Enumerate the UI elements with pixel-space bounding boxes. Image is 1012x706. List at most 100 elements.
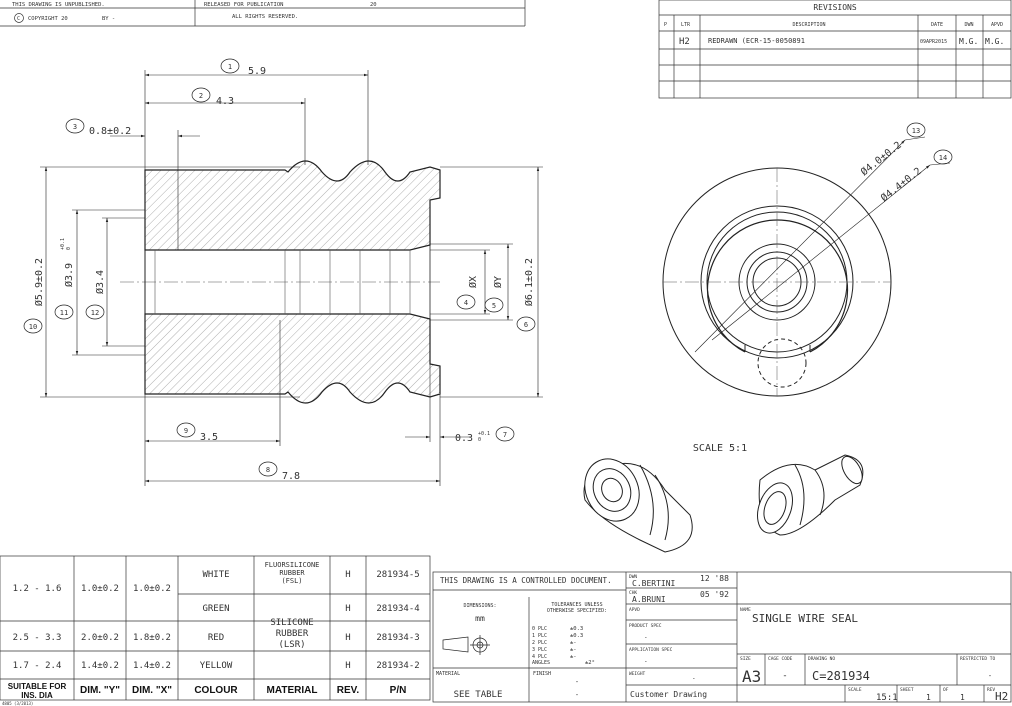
dim-13-value: Ø4.0±0.2 [858,139,903,178]
rev-value: H2 [995,690,1008,703]
of-label: OF [943,687,949,693]
tol-row-3-plc: 3 PLC [532,647,547,653]
seal-iso-view-right [757,454,864,536]
sheet-value: 1 [926,693,931,702]
balloon-8: 8 [266,466,270,474]
table-r1-dia: 1.2 - 1.6 [13,584,62,594]
dim-9-value: 3.5 [200,432,218,443]
tol-row-3-val: ±- [570,647,577,653]
cage-code-label: CAGE CODE [768,656,793,662]
dimensions-unit: mm [475,614,485,623]
dim-5-value: ØY [492,276,504,288]
unpublished-text: THIS DRAWING IS UNPUBLISHED. [12,2,105,8]
revisions-table [658,0,1012,99]
table-r4-rev: H [345,661,350,671]
table-r1-rev: H [345,570,350,580]
dim-11-tol2: 0 [66,247,72,250]
customer-drawing: Customer Drawing [630,690,707,699]
dimension-lines [40,70,543,486]
table-header-y: DIM. "Y" [80,685,120,696]
rev-header-ltr: LTR [681,22,691,28]
rev-row-description: REDRAWN (ECR-15-0050891 [708,37,805,45]
tol-row-5-val: ±2° [585,660,595,666]
table-header-material: MATERIAL [267,685,318,696]
table-r4-pn: 281934-2 [376,661,419,671]
dim-6-value: Ø6.1±0.2 [523,258,535,306]
scale-title-label: SCALE [848,687,862,693]
balloon-6: 6 [524,321,528,329]
dim-12-value: Ø3.4 [94,270,106,294]
seal-section-view [120,160,441,404]
balloon-9: 9 [184,427,188,435]
by-text: BY - [102,16,115,22]
rev-header-date: DATE [931,22,943,28]
controlled-text: THIS DRAWING IS A CONTROLLED DOCUMENT. [440,576,612,585]
dim-10-value: Ø5.9±0.2 [33,258,45,306]
dim-11-value: Ø3.9 [63,263,75,287]
rev-header-apvd: APVD [991,22,1003,28]
chk-label: CHK [629,590,637,596]
rev-row-apvd: M.G. [985,37,1004,46]
table-r3-pn: 281934-3 [376,633,419,643]
table-r1-pn: 281934-5 [376,570,419,580]
table-r4-x: 1.4±0.2 [133,661,171,671]
rev-label: REV [987,687,995,693]
tol-row-4-val: ±- [570,654,577,660]
seal-iso-view-left [583,458,693,553]
table-r2-colour: GREEN [202,604,229,614]
table-r3-rev: H [345,633,350,643]
balloon-13: 13 [912,127,920,135]
application-spec-label: APPLICATION SPEC [629,647,673,653]
balloon-5: 5 [492,302,496,310]
finish-value-2: - [575,691,579,699]
name-label: NAME [740,607,751,613]
balloon-4: 4 [464,299,468,307]
table-r4-colour: YELLOW [200,661,233,671]
dim-3-value: 0.8±0.2 [89,126,131,137]
finish-value: - [575,678,579,686]
scale-title-value: 15:1 [876,693,898,703]
table-header-colour: COLOUR [194,685,238,696]
table-r3-colour: RED [208,633,224,643]
rev-row-dwn: M.G. [959,37,978,46]
tol-row-1-plc: 1 PLC [532,633,547,639]
table-r1-colour: WHITE [202,570,229,580]
balloon-7: 7 [503,431,507,439]
projection-symbol-icon [442,635,490,655]
material-value: SEE TABLE [454,690,503,700]
product-spec-label: PRODUCT SPEC [629,623,662,629]
balloon-11: 11 [60,309,68,317]
finish-label: FINISH [533,671,551,677]
table-r3-x: 1.8±0.2 [133,633,171,643]
dim-7-tol2: 0 [478,437,481,443]
dim-7-tol: +0.1 [478,431,490,437]
table-r1-y: 1.0±0.2 [81,584,119,594]
rev-header-description: DESCRIPTION [792,22,825,28]
tolerance-rows: 0 PLC ±0.3 1 PLC ±0.3 2 PLC ±- 3 PLC ±- … [532,626,595,666]
size-value: A3 [742,667,761,686]
footer-note: 4805 (3/2013) [2,701,33,706]
dim-2-value: 4.3 [216,96,234,107]
dim-7-value: 0.3 [455,433,473,444]
balloon-2: 2 [199,92,203,100]
drawing-no-label: DRAWING NO [808,656,835,662]
rev-header-dwn: DWN [964,22,973,28]
title-block [432,571,1012,703]
application-spec-value: - [644,658,648,665]
released-text: RELEASED FOR PUBLICATION [204,2,283,8]
dim-4-value: ØX [467,276,479,288]
scale-label: SCALE 5:1 [693,443,747,454]
dim-14-value: Ø4.4±0.2 [878,165,923,204]
table-header-rev: REV. [337,685,360,696]
tol-row-1-val: ±0.3 [570,633,583,639]
table-r4-dia: 1.7 - 2.4 [13,661,62,671]
size-label: SIZE [740,656,751,662]
apvd-label: APVD [629,607,640,613]
seal-end-view [662,136,951,397]
material-label: MATERIAL [436,671,460,677]
drawing-no-value: C=281934 [812,669,870,683]
revisions-title: REVISIONS [813,3,857,12]
